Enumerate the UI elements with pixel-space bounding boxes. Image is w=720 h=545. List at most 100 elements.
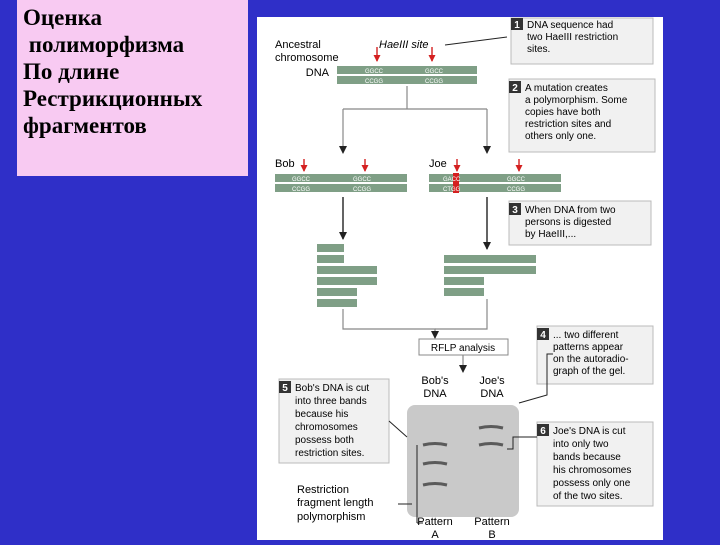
step-3-number: 3 <box>512 205 518 216</box>
step-5-text: into three bands <box>295 396 367 407</box>
step-4: 4 ... two different patterns appear on t… <box>536 325 654 385</box>
bob-dna-top-strand <box>275 174 407 182</box>
step-2: 2 A mutation creates a polymorphism. Som… <box>508 78 656 153</box>
joe-dna-label: DNA <box>480 388 504 400</box>
joe-fragment <box>444 255 536 263</box>
bob-label: Bob <box>275 158 295 170</box>
site-seq: CCGG <box>507 187 525 193</box>
pattern-a-label: Pattern <box>417 516 452 528</box>
title-line-1: Оценка <box>23 5 103 30</box>
rflp-caption: polymorphism <box>297 511 365 523</box>
pattern-b-label: B <box>488 529 495 540</box>
gel-band <box>478 442 504 447</box>
step-5: 5 Bob's DNA is cut into three bands beca… <box>278 378 390 464</box>
bob-dna-label: DNA <box>423 388 447 400</box>
joe-mutation-mark <box>453 173 459 193</box>
step-1-text: two HaeIII restriction <box>527 32 618 43</box>
haeIII-site-pointer <box>444 36 508 46</box>
joe-fragment <box>444 288 484 296</box>
bob-fragment <box>317 244 344 252</box>
step-6-box <box>536 421 654 507</box>
step-6-pointer <box>507 436 537 450</box>
step-5-badge <box>279 381 291 393</box>
step-1-text: sites. <box>527 44 550 55</box>
gel-band <box>422 461 448 466</box>
step-4-pointer <box>518 353 553 404</box>
dna-label: DNA <box>306 67 330 79</box>
pattern-b-label: Pattern <box>474 516 509 528</box>
step-2-text: others only one. <box>525 131 596 142</box>
step-3-box <box>508 200 652 246</box>
step-5-text: restriction sites. <box>295 448 364 459</box>
step-3-text: persons is digested <box>525 217 611 228</box>
title-line-4: Рестрикционных <box>23 86 203 111</box>
step-6-text: his chromosomes <box>553 465 631 476</box>
pattern-a-label: A <box>431 529 439 540</box>
ancestral-dna-bottom-strand <box>337 76 477 84</box>
rflp-figure-panel: Ancestral chromosome DNA HaeIII site GGC… <box>257 17 663 541</box>
ancestral-label-2: chromosome <box>275 52 339 64</box>
site-seq: CCGG <box>425 79 443 85</box>
step-1-badge <box>511 18 523 30</box>
joe-mutated-seq: GACC <box>443 177 461 183</box>
step-5-text: chromosomes <box>295 422 358 433</box>
step-5-pointer <box>388 420 408 438</box>
step-5-text: because his <box>295 409 348 420</box>
bob-dna-bottom-strand <box>275 184 407 192</box>
site-seq: CCGG <box>365 79 383 85</box>
step-4-number: 4 <box>540 330 546 341</box>
bob-fragment <box>317 266 377 274</box>
step-3-text: by HaeIII,... <box>525 229 576 240</box>
site-seq: GGCC <box>353 177 372 183</box>
site-seq: GGCC <box>365 69 384 75</box>
title-line-5: фрагментов <box>23 113 147 138</box>
site-seq: CCGG <box>353 187 371 193</box>
step-1: 1 DNA sequence had two HaeIII restrictio… <box>510 17 654 65</box>
rflp-caption: Restriction <box>297 484 349 496</box>
joe-fragments <box>444 255 536 296</box>
step-6-text: possess only one <box>553 478 631 489</box>
step-6-number: 6 <box>540 426 546 437</box>
joe-mutated-seq: CTGG <box>443 187 461 193</box>
site-seq: GGCC <box>425 69 444 75</box>
site-seq: GGCC <box>507 177 526 183</box>
step-4-text: graph of the gel. <box>553 366 625 377</box>
joe-fragment <box>444 266 536 274</box>
bob-fragment <box>317 288 357 296</box>
site-seq: CCGG <box>292 187 310 193</box>
step-4-box <box>536 325 654 385</box>
step-6-text: into only two <box>553 439 609 450</box>
step-5-box <box>278 378 390 464</box>
step-4-text: patterns appear <box>553 342 624 353</box>
step-2-text: restriction sites and <box>525 119 611 130</box>
step-2-number: 2 <box>512 83 518 94</box>
step-6-text: of the two sites. <box>553 491 622 502</box>
step-4-badge <box>537 328 549 340</box>
step-6-badge <box>537 424 549 436</box>
pattern-b-bands <box>478 425 504 447</box>
gel-band <box>422 442 448 447</box>
step-5-text: Bob's DNA is cut <box>295 383 369 394</box>
step-3: 3 When DNA from two persons is digested … <box>508 200 652 246</box>
step-4-text: ... two different <box>553 330 619 341</box>
bob-fragments <box>317 244 377 307</box>
converge-line-joe <box>435 299 488 330</box>
bob-fragment <box>317 277 377 285</box>
ancestral-label-1: Ancestral <box>275 39 321 51</box>
step-1-text: DNA sequence had <box>527 20 613 31</box>
step-2-text: A mutation creates <box>525 83 608 94</box>
rflp-diagram: Ancestral chromosome DNA HaeIII site GGC… <box>275 17 656 541</box>
converge-line-bob <box>342 309 439 339</box>
step-2-box <box>508 78 656 153</box>
rflp-caption: fragment length <box>297 497 373 509</box>
haeIII-site-label: HaeIII site <box>379 39 429 51</box>
joe-dna-label: Joe's <box>479 375 505 387</box>
step-4-text: on the autoradio- <box>553 354 629 365</box>
joe-dna-bottom-strand <box>429 184 561 192</box>
title-line-3: По длине <box>23 59 120 84</box>
joe-label: Joe <box>429 158 447 170</box>
bob-fragment <box>317 299 357 307</box>
gel-band <box>422 482 448 487</box>
gel-band <box>478 425 504 430</box>
pattern-a-bands <box>422 442 448 487</box>
